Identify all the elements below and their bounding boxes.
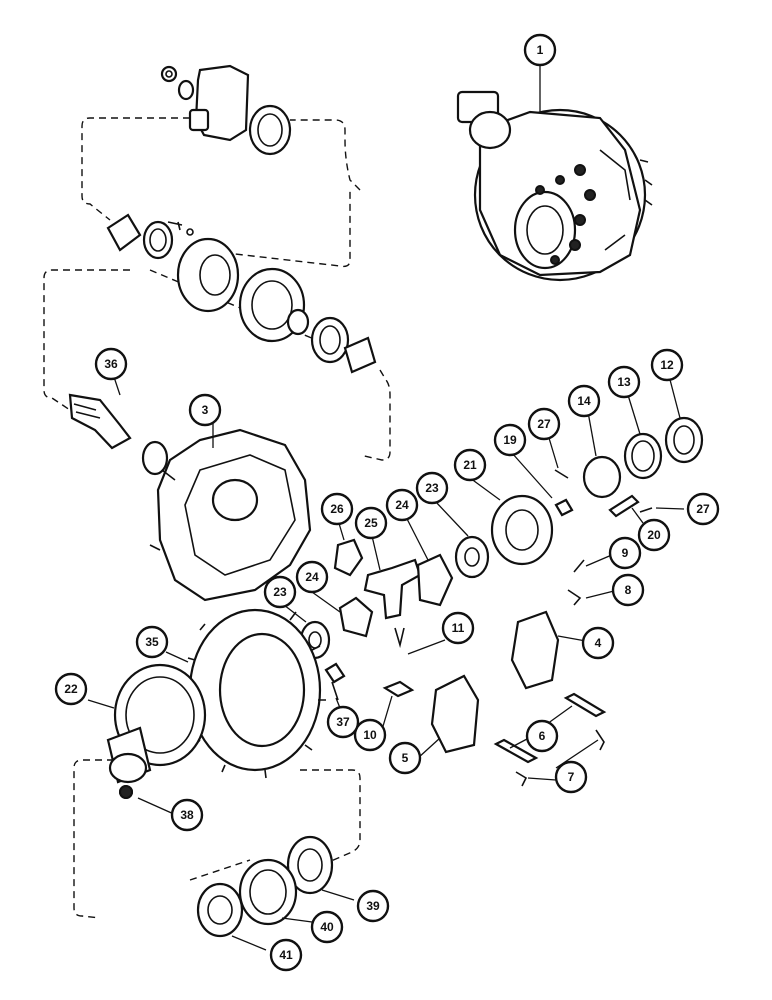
ring-gear (185, 608, 326, 779)
callout-38: 38 (170, 798, 204, 832)
svg-text:6: 6 (539, 729, 546, 743)
callout-37: 37 (326, 705, 360, 739)
callout-14: 14 (567, 384, 601, 418)
differential-housing (149, 428, 312, 602)
callout-23-upper: 23 (415, 471, 449, 505)
callout-5: 5 (388, 741, 422, 775)
svg-text:1: 1 (537, 43, 544, 57)
svg-text:7: 7 (568, 770, 575, 784)
callout-19: 19 (493, 423, 527, 457)
callout-35: 35 (135, 625, 169, 659)
svg-text:13: 13 (617, 375, 631, 389)
callout-20: 20 (637, 518, 671, 552)
svg-text:41: 41 (279, 948, 293, 962)
svg-text:37: 37 (336, 715, 350, 729)
callout-8: 8 (611, 573, 645, 607)
svg-text:38: 38 (180, 808, 194, 822)
callout-7: 7 (554, 760, 588, 794)
axle-assembly-complete (456, 90, 653, 282)
lower-bearing-stack (119, 785, 334, 938)
callout-27-right: 27 (686, 492, 720, 526)
svg-text:23: 23 (273, 585, 287, 599)
svg-text:36: 36 (104, 357, 118, 371)
dashed-group-bearing-lower (73, 759, 361, 919)
callout-4: 4 (581, 626, 615, 660)
bearing-caps (430, 610, 560, 754)
callout-36: 36 (94, 347, 128, 381)
callout-40: 40 (310, 910, 344, 944)
leader-lines (87, 66, 685, 951)
callout-24-lower: 24 (295, 560, 329, 594)
callout-23-lower: 23 (263, 575, 297, 609)
callout-27-upper: 27 (527, 407, 561, 441)
differential-internals (299, 416, 704, 660)
svg-text:27: 27 (537, 417, 551, 431)
svg-text:23: 23 (425, 481, 439, 495)
callout-24-upper: 24 (385, 488, 419, 522)
svg-text:25: 25 (364, 516, 378, 530)
svg-text:35: 35 (145, 635, 159, 649)
differential-case-flange (106, 663, 207, 799)
svg-text:11: 11 (452, 621, 465, 635)
svg-text:10: 10 (363, 728, 377, 742)
carrier-flange (176, 237, 377, 374)
svg-text:3: 3 (202, 403, 209, 417)
callout-10: 10 (353, 718, 387, 752)
pinion-bearing-upper (106, 213, 194, 260)
callout-21: 21 (453, 448, 487, 482)
svg-text:27: 27 (696, 502, 710, 516)
callout-13: 13 (607, 365, 641, 399)
svg-text:21: 21 (463, 458, 477, 472)
callout-22: 22 (54, 672, 88, 706)
callout-11: 11 (441, 611, 475, 645)
svg-text:39: 39 (366, 899, 380, 913)
callout-6: 6 (525, 719, 559, 753)
svg-text:20: 20 (647, 528, 661, 542)
svg-text:26: 26 (330, 502, 344, 516)
svg-text:9: 9 (622, 546, 629, 560)
svg-text:22: 22 (64, 682, 78, 696)
dashed-group-pinion-lower (43, 269, 391, 461)
callout-3: 3 (188, 393, 222, 427)
svg-text:12: 12 (660, 358, 674, 372)
callout-12: 12 (650, 348, 684, 382)
yoke-flange-upper (160, 64, 292, 156)
svg-text:40: 40 (320, 920, 334, 934)
drive-pinion (68, 393, 169, 476)
callout-25: 25 (354, 506, 388, 540)
svg-text:24: 24 (395, 498, 409, 512)
svg-text:19: 19 (503, 433, 517, 447)
callout-9: 9 (608, 536, 642, 570)
svg-text:14: 14 (577, 394, 591, 408)
svg-text:5: 5 (402, 751, 409, 765)
svg-text:4: 4 (595, 636, 602, 650)
svg-text:8: 8 (625, 583, 632, 597)
svg-text:24: 24 (305, 570, 319, 584)
callout-1: 1 (523, 33, 557, 67)
callout-26: 26 (320, 492, 354, 526)
callout-41: 41 (269, 938, 303, 972)
callout-39: 39 (356, 889, 390, 923)
small-fasteners-center (324, 627, 415, 701)
dashed-group-pinion-upper (81, 117, 361, 268)
cap-bolts (493, 692, 607, 787)
